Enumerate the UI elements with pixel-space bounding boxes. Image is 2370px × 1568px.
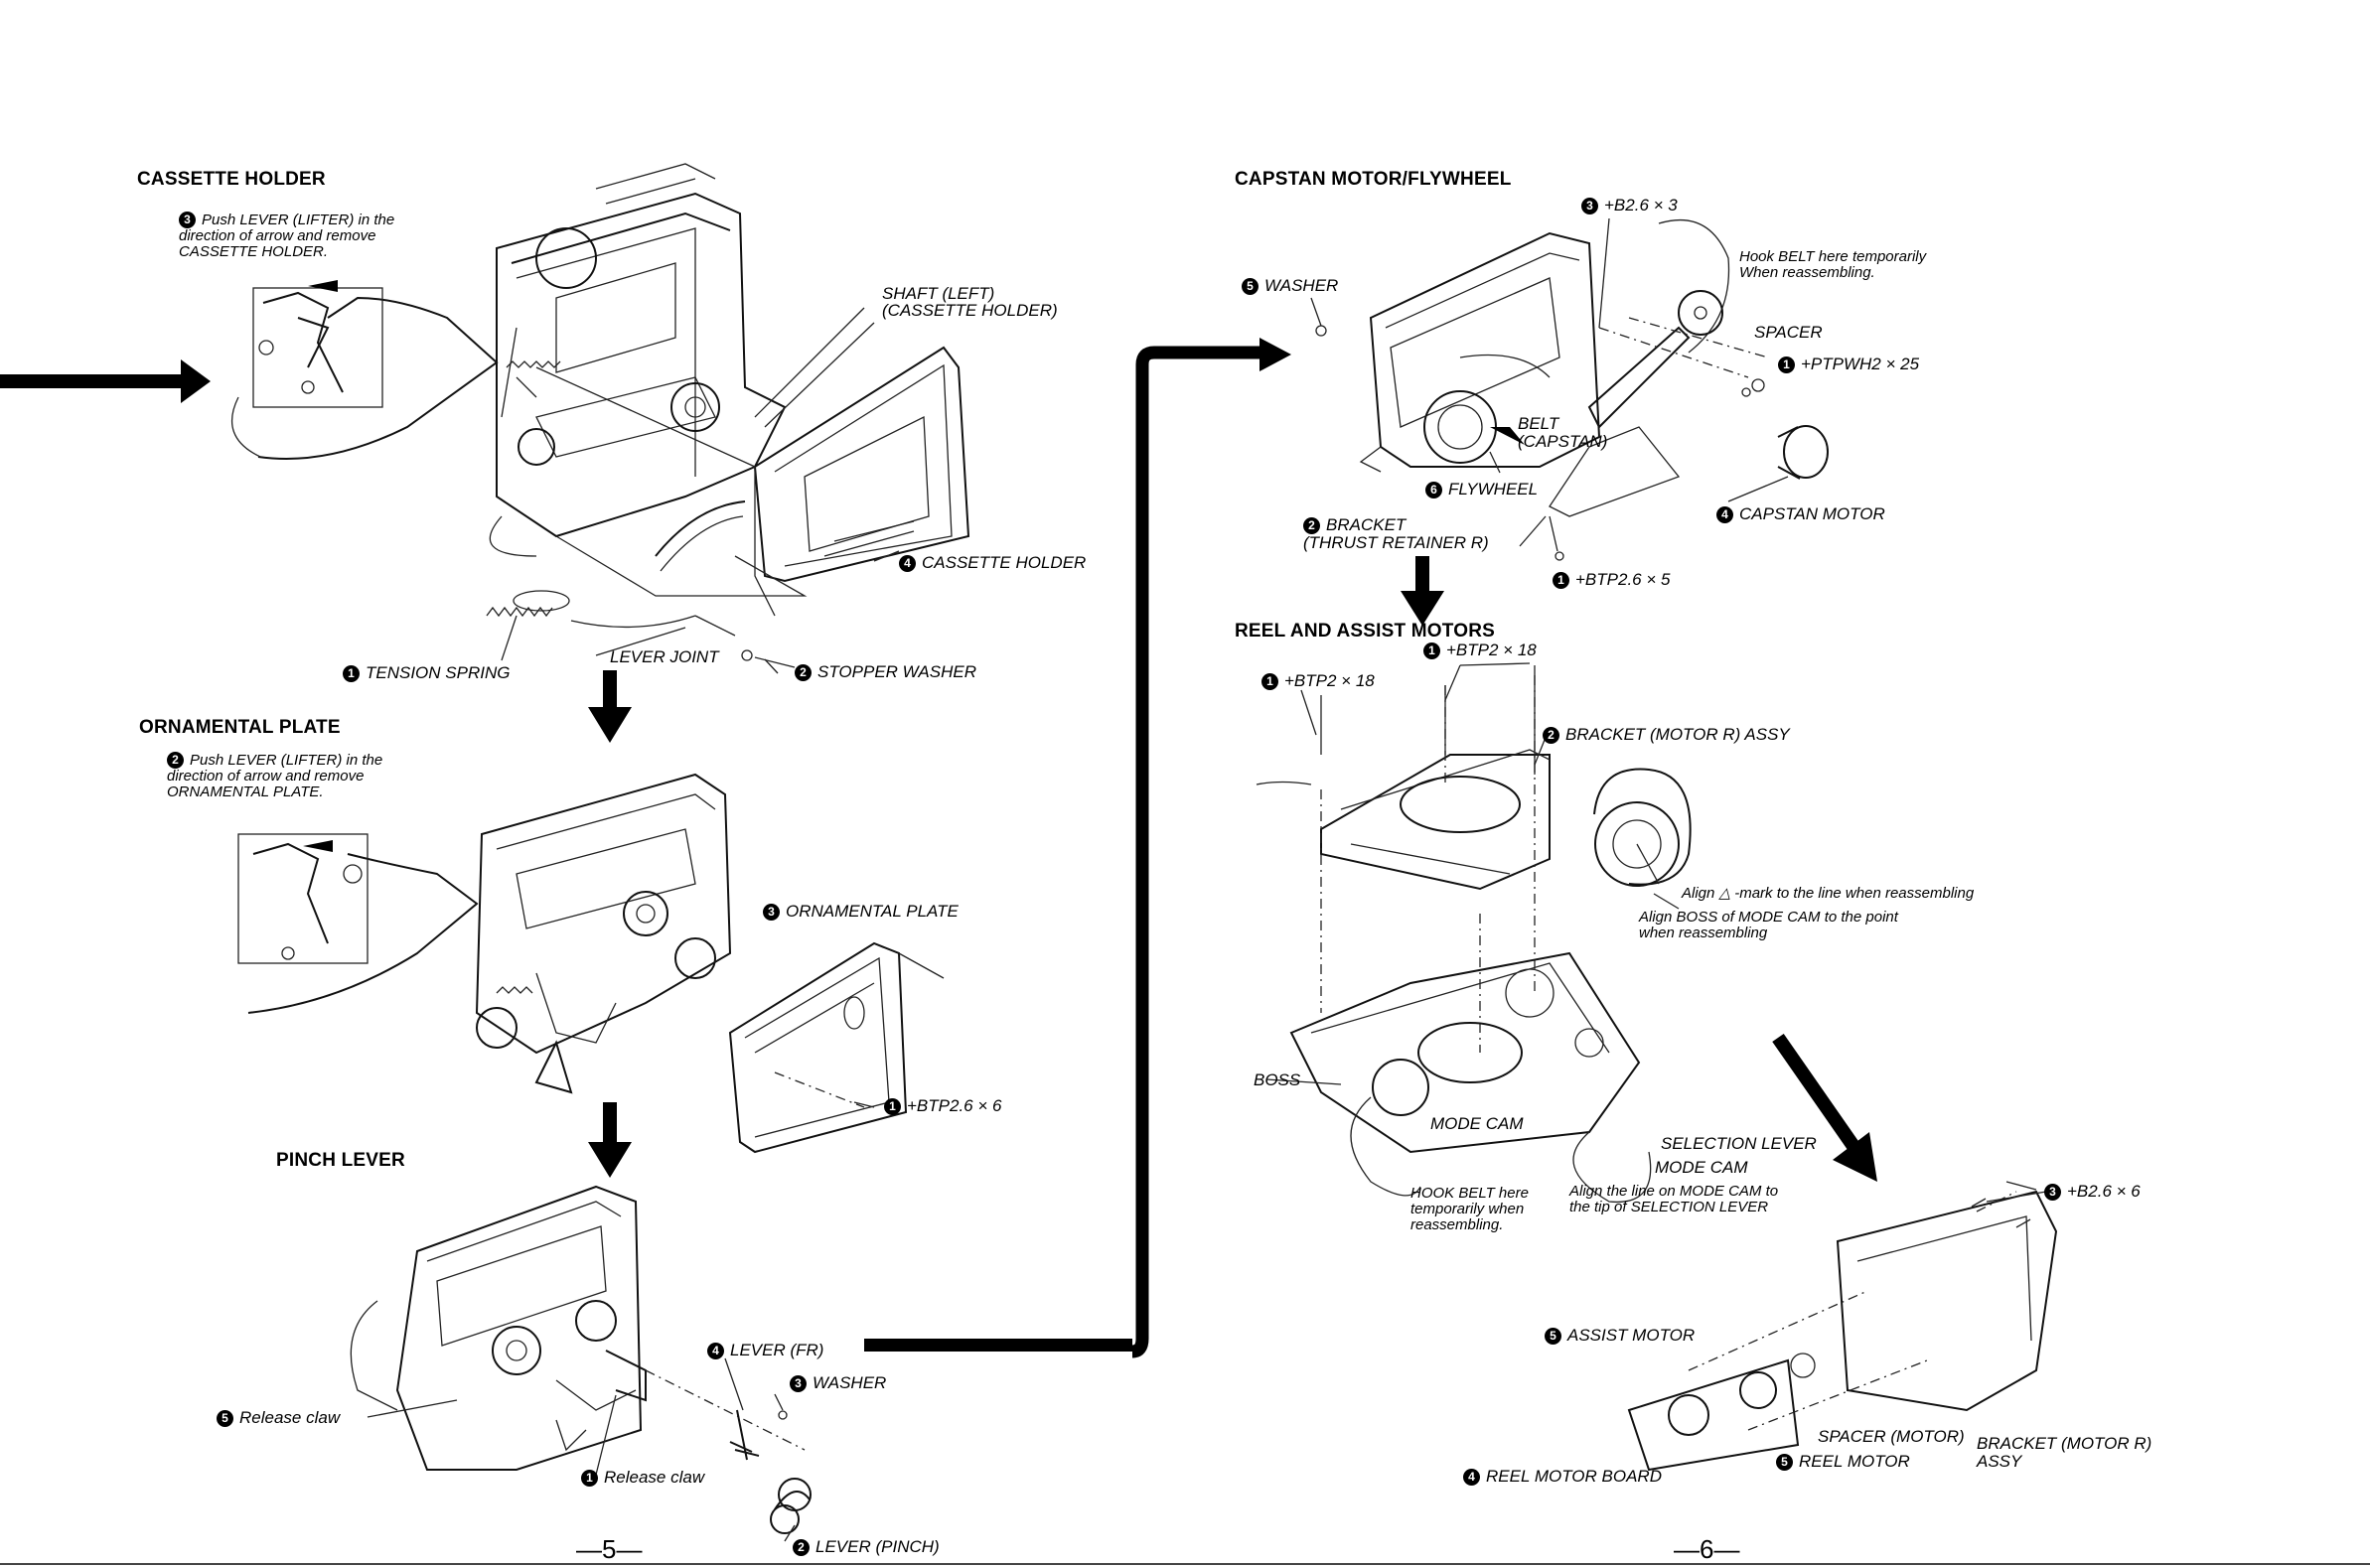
mode-cam-label: MODE CAM [1430,1114,1524,1133]
connector-arrow-icon [864,338,1291,1358]
ornamental-mechanism-drawing [237,773,945,1154]
align-mark-note: Align △ -mark to the line when reassembl… [1682,885,1975,902]
hook-belt-note: Hook BELT here temporarily When reassemb… [1739,248,1927,281]
step-number-badge: 3 [179,212,196,228]
pinch-mechanism-drawing [350,1185,812,1534]
align-line-note: Align the line on MODE CAM to the tip of… [1569,1183,1779,1215]
btp26x6-label: 1+BTP2.6 × 6 [884,1096,1001,1116]
btp26x5-label: 1+BTP2.6 × 5 [1553,570,1670,590]
hook-belt-reel-note: HOOK BELT here temporarily when reassemb… [1410,1185,1529,1233]
align-boss-note: Align BOSS of MODE CAM to the point when… [1639,909,1898,941]
arrow-down-icon [588,670,632,743]
belt-capstan-label: BELT (CAPSTAN) [1518,414,1608,451]
page-number-right: —6— [1674,1534,1740,1564]
b26x6-label: 3+B2.6 × 6 [2044,1182,2141,1202]
pinch-lever-title: PINCH LEVER [276,1150,405,1171]
ptpwh2x25-label: 1+PTPWH2 × 25 [1778,355,1919,374]
leader-lines [367,217,2037,1542]
b26x3-label: 3+B2.6 × 3 [1581,196,1678,215]
page-number-left: —5— [576,1534,643,1564]
boss-label: BOSS [1254,1070,1301,1089]
reel-title: REEL AND ASSIST MOTORS [1235,621,1495,641]
arrow-diagonal-icon [1772,1034,1877,1182]
arrow-down-icon [1401,556,1444,626]
lever-joint-label: LEVER JOINT [610,647,719,666]
bracket-motor-r-assy-label: BRACKET (MOTOR R) ASSY [1977,1434,2152,1471]
btp2x18-a-label: 1+BTP2 × 18 [1261,671,1375,691]
reel-mechanism-drawing [1256,665,2058,1472]
arrow-down-icon [588,1102,632,1178]
shaft-label: SHAFT (LEFT) (CASSETTE HOLDER) [882,284,1058,320]
arrow-right-icon [0,359,211,403]
cassette-holder-title: CASSETTE HOLDER [137,169,326,190]
ornamental-plate-title: ORNAMENTAL PLATE [139,717,341,738]
mode-cam-2-label: MODE CAM [1655,1158,1748,1177]
spacer-label: SPACER [1754,323,1823,342]
capstan-mechanism-drawing [1315,218,1829,561]
capstan-title: CAPSTAN MOTOR/FLYWHEEL [1235,169,1512,190]
btp2x18-b-label: 1+BTP2 × 18 [1423,641,1537,660]
selection-lever-label: SELECTION LEVER [1661,1134,1817,1153]
cassette-mechanism-drawing [230,163,970,668]
spacer-motor-label: SPACER (MOTOR) [1818,1427,1965,1446]
